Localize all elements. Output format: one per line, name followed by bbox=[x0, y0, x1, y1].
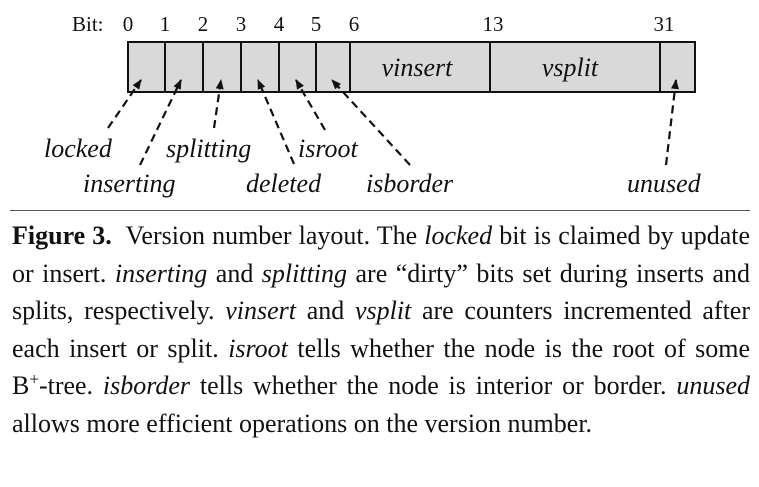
figure-label: Figure 3. bbox=[12, 221, 112, 250]
caption-divider bbox=[10, 210, 750, 211]
cell-vinsert bbox=[349, 41, 491, 93]
bit-tick-3: 3 bbox=[236, 12, 247, 36]
caption-term-inserting: inserting bbox=[114, 258, 208, 288]
arrow-isroot bbox=[295, 79, 326, 131]
bit-tick-2: 2 bbox=[198, 12, 209, 36]
caption-term-locked: locked bbox=[424, 221, 493, 250]
caption-text-5: and bbox=[296, 296, 355, 325]
caption-term-splitting: splitting bbox=[261, 258, 348, 288]
caption-text-1: Version number layout. The bbox=[125, 221, 425, 250]
cell-unused bbox=[659, 41, 696, 93]
caption-superscript: + bbox=[29, 369, 39, 389]
arrow-deleted bbox=[256, 79, 296, 165]
bit-tick-4: 4 bbox=[274, 12, 285, 36]
arrow-splitting bbox=[212, 79, 224, 129]
cell-locked bbox=[127, 41, 166, 93]
version-layout-diagram: Bit: 0 1 2 3 4 5 6 13 31 vinsert vsplit … bbox=[44, 12, 702, 198]
cell-vsplit bbox=[489, 41, 661, 93]
cell-deleted bbox=[240, 41, 280, 93]
figure-caption: Figure 3. Version number layout. The loc… bbox=[12, 217, 750, 442]
arrow-inserting bbox=[139, 79, 182, 166]
caption-text-2: bit is claimed by update or insert. bbox=[12, 221, 750, 288]
arrow-locked bbox=[107, 79, 142, 129]
bit-tick-5: 5 bbox=[311, 12, 322, 36]
bit-tick-13: 13 bbox=[483, 12, 504, 36]
caption-text-3: and bbox=[207, 258, 262, 288]
callout-unused: unused bbox=[627, 169, 702, 198]
caption-term-isroot: isroot bbox=[228, 333, 288, 363]
bit-prefix: Bit: bbox=[72, 12, 104, 36]
callout-isborder: isborder bbox=[366, 169, 454, 198]
bit-tick-31: 31 bbox=[654, 12, 675, 36]
caption-term-vsplit: vsplit bbox=[354, 296, 412, 325]
callout-isroot: isroot bbox=[298, 134, 358, 163]
caption-text-4: are “dirty” bits set during inserts and … bbox=[12, 258, 750, 326]
caption-term-vinsert: vinsert bbox=[225, 296, 296, 325]
cell-isborder bbox=[315, 41, 351, 93]
callout-deleted: deleted bbox=[246, 169, 322, 198]
caption-text-8: -tree. bbox=[38, 371, 103, 400]
callout-inserting: inserting bbox=[83, 169, 175, 198]
caption-text-7: tells whether the node is the root of so… bbox=[12, 333, 750, 401]
field-label-vinsert: vinsert bbox=[382, 53, 454, 82]
bit-tick-6: 6 bbox=[349, 12, 360, 36]
bit-tick-1: 1 bbox=[160, 12, 171, 36]
caption-term-unused: unused bbox=[676, 371, 750, 400]
bit-tick-0: 0 bbox=[123, 12, 134, 36]
cell-splitting bbox=[202, 41, 242, 93]
arrow-isborder bbox=[331, 79, 411, 166]
arrow-unused bbox=[664, 79, 679, 166]
caption-text-10: allows more efficient operations on the … bbox=[12, 408, 593, 438]
callout-splitting: splitting bbox=[166, 134, 251, 163]
caption-text-9: tells whether the node is interior or bo… bbox=[190, 371, 677, 400]
callout-locked: locked bbox=[44, 134, 113, 163]
field-label-vsplit: vsplit bbox=[542, 53, 599, 82]
cell-inserting bbox=[164, 41, 204, 93]
caption-term-isborder: isborder bbox=[102, 371, 191, 400]
caption-text-6: are counters incremented after each inse… bbox=[12, 296, 750, 363]
